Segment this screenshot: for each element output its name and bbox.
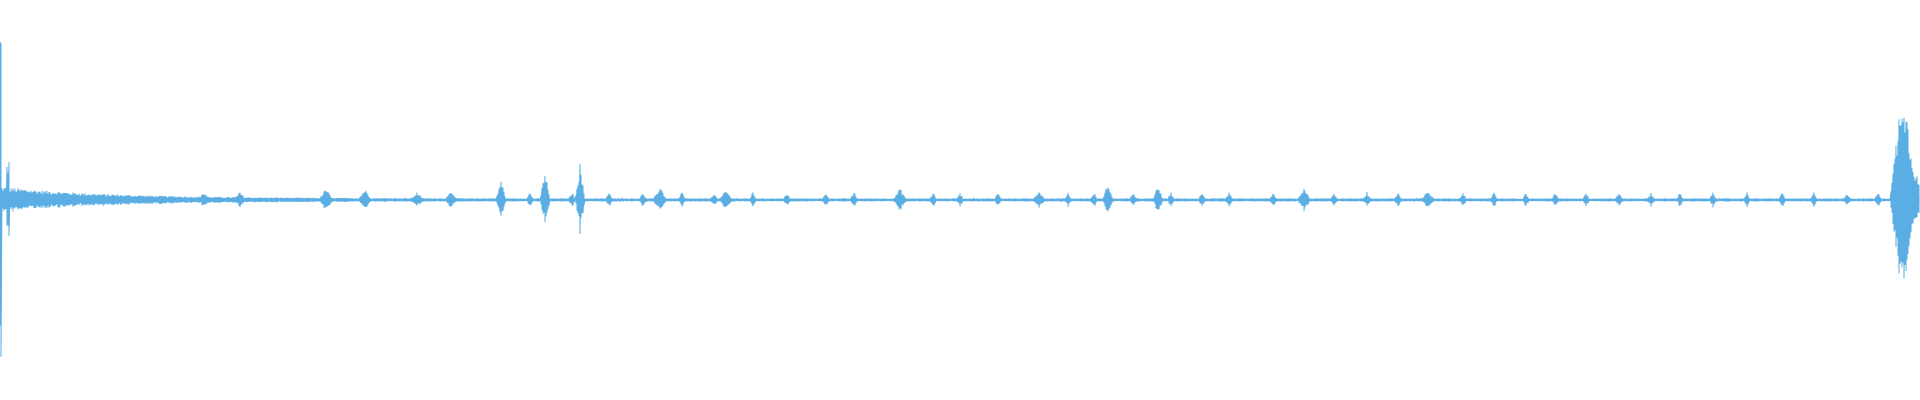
waveform-trace: [0, 41, 1920, 357]
